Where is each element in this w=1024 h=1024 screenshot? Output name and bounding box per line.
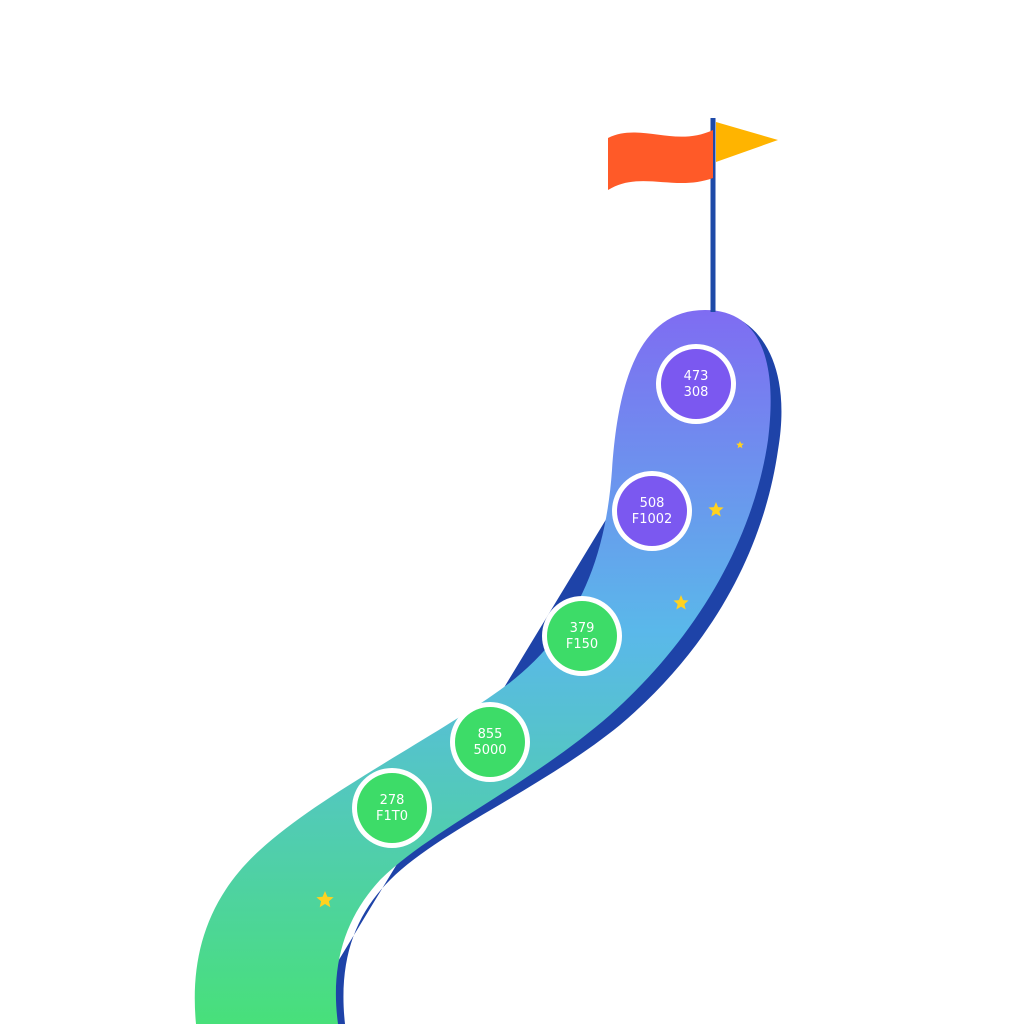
star-icon [736, 441, 744, 449]
milestone-badge [617, 476, 687, 546]
milestone-label-top: 379 [570, 621, 595, 636]
milestone-label-top: 508 [640, 496, 665, 511]
milestone-label-top: 278 [380, 793, 405, 808]
star-icon [708, 502, 724, 517]
milestone-badge [455, 707, 525, 777]
milestone-label-top: 855 [478, 727, 503, 742]
milestone-label-bottom: 5000 [473, 743, 506, 758]
star-icon [673, 595, 689, 610]
milestone-badge [547, 601, 617, 671]
pennant-icon [716, 122, 778, 162]
flag-icon [608, 130, 713, 190]
milestone-badge [357, 773, 427, 843]
milestone-label-bottom: F150 [566, 637, 598, 652]
milestone-label-bottom: F1002 [632, 512, 673, 527]
stars [316, 441, 744, 908]
milestone-label-bottom: F1T0 [376, 809, 408, 824]
milestone-label-top: 473 [684, 369, 709, 384]
milestone-label-bottom: 308 [684, 385, 709, 400]
milestone-badge [661, 349, 731, 419]
star-icon [316, 891, 334, 908]
